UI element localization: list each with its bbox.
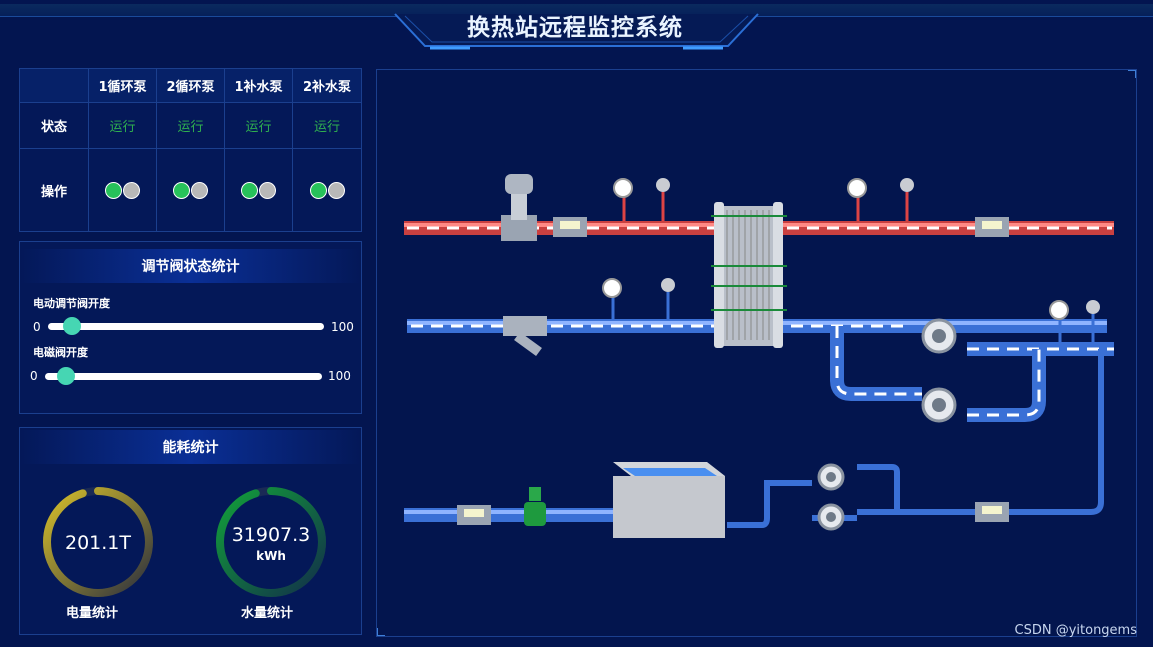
- operation-row-label: 操作: [20, 149, 89, 231]
- start-button[interactable]: [173, 181, 190, 199]
- header-frame: [394, 13, 759, 50]
- pump-control-3: [225, 149, 293, 231]
- water-gauge-arc: [216, 487, 326, 597]
- slider-min: 0: [30, 369, 38, 383]
- slider-max: 100: [331, 320, 354, 334]
- valve-stats-title: 调节阀状态统计: [20, 249, 361, 283]
- pressure-gauge-icon: [602, 278, 622, 319]
- motor-valve-slider[interactable]: [48, 323, 324, 330]
- header: 换热站远程监控系统: [415, 0, 735, 48]
- circulation-pump-icon: [921, 318, 957, 354]
- water-label: 水量统计: [240, 606, 293, 621]
- watermark: CSDN @yitongems: [1014, 623, 1137, 638]
- thermometer-icon: [661, 278, 675, 319]
- water-tank-icon: [613, 462, 725, 538]
- column-header: 1补水泵: [225, 69, 293, 103]
- stop-button[interactable]: [123, 181, 140, 199]
- stop-button[interactable]: [259, 181, 276, 199]
- pressure-gauge-icon: [847, 178, 867, 221]
- process-diagram: [377, 70, 1136, 636]
- solenoid-valve-icon: [524, 487, 546, 526]
- start-button[interactable]: [309, 181, 327, 199]
- status-badge: 运行: [89, 103, 157, 149]
- column-header: 1循环泵: [89, 69, 157, 103]
- slider-label: 电动调节阀开度: [33, 297, 110, 310]
- column-header: 2循环泵: [157, 69, 225, 103]
- valve-stats-panel: 调节阀状态统计 电动调节阀开度 0 100 电磁阀开度 0 100: [19, 241, 362, 414]
- slider-label: 电磁阀开度: [33, 346, 88, 359]
- pump-control-2: [157, 149, 225, 231]
- makeup-pump-icon: [817, 463, 845, 491]
- pump-control-1: [89, 149, 157, 231]
- thermometer-icon: [656, 178, 670, 221]
- process-diagram-panel: [376, 69, 1137, 637]
- electricity-gauge-arc: [43, 487, 153, 597]
- column-header: 2补水泵: [293, 69, 361, 103]
- gauges-svg: [43, 487, 326, 597]
- circulation-pump-icon: [921, 387, 957, 423]
- start-button[interactable]: [105, 181, 122, 199]
- pressure-gauge-icon: [1049, 300, 1069, 342]
- control-valve-icon: [501, 174, 537, 241]
- filter-icon: [503, 316, 547, 357]
- status-row-label: 状态: [20, 103, 89, 149]
- slider-thumb[interactable]: [57, 367, 75, 385]
- water-value: 31907.3: [231, 524, 311, 546]
- stop-button[interactable]: [327, 181, 345, 199]
- status-badge: 运行: [293, 103, 361, 149]
- slider-thumb[interactable]: [63, 317, 81, 335]
- energy-stats-panel: 能耗统计 201.1T 电量统计 31907.3 kWh 水量统计: [19, 427, 362, 635]
- flow-meter-icon: [457, 505, 491, 525]
- slider-min: 0: [33, 320, 41, 334]
- stop-button[interactable]: [191, 181, 208, 199]
- circulation-pipe-network: [727, 326, 1114, 528]
- flow-meter-icon: [975, 217, 1009, 237]
- electricity-label: 电量统计: [65, 606, 118, 621]
- water-unit: kWh: [256, 549, 286, 563]
- pressure-gauge-icon: [613, 178, 633, 221]
- start-button[interactable]: [241, 181, 258, 199]
- slider-max: 100: [328, 369, 351, 383]
- flow-meter-icon: [975, 502, 1009, 522]
- plate-heat-exchanger: [711, 202, 787, 348]
- makeup-water-pipe: [404, 508, 624, 522]
- page-title: 换热站远程监控系统: [467, 15, 683, 41]
- energy-stats-title: 能耗统计: [20, 430, 361, 464]
- electricity-value: 201.1T: [65, 532, 131, 554]
- status-badge: 运行: [225, 103, 293, 149]
- makeup-pump-icon: [817, 503, 845, 531]
- status-badge: 运行: [157, 103, 225, 149]
- table-corner: [20, 69, 89, 103]
- thermometer-icon: [1086, 300, 1100, 342]
- flow-meter-icon: [553, 217, 587, 237]
- pump-status-table: 1循环泵 2循环泵 1补水泵 2补水泵 状态 运行 运行 运行 运行 操作: [19, 68, 362, 232]
- pump-control-4: [293, 149, 361, 231]
- solenoid-valve-slider[interactable]: [45, 373, 322, 380]
- thermometer-icon: [900, 178, 914, 221]
